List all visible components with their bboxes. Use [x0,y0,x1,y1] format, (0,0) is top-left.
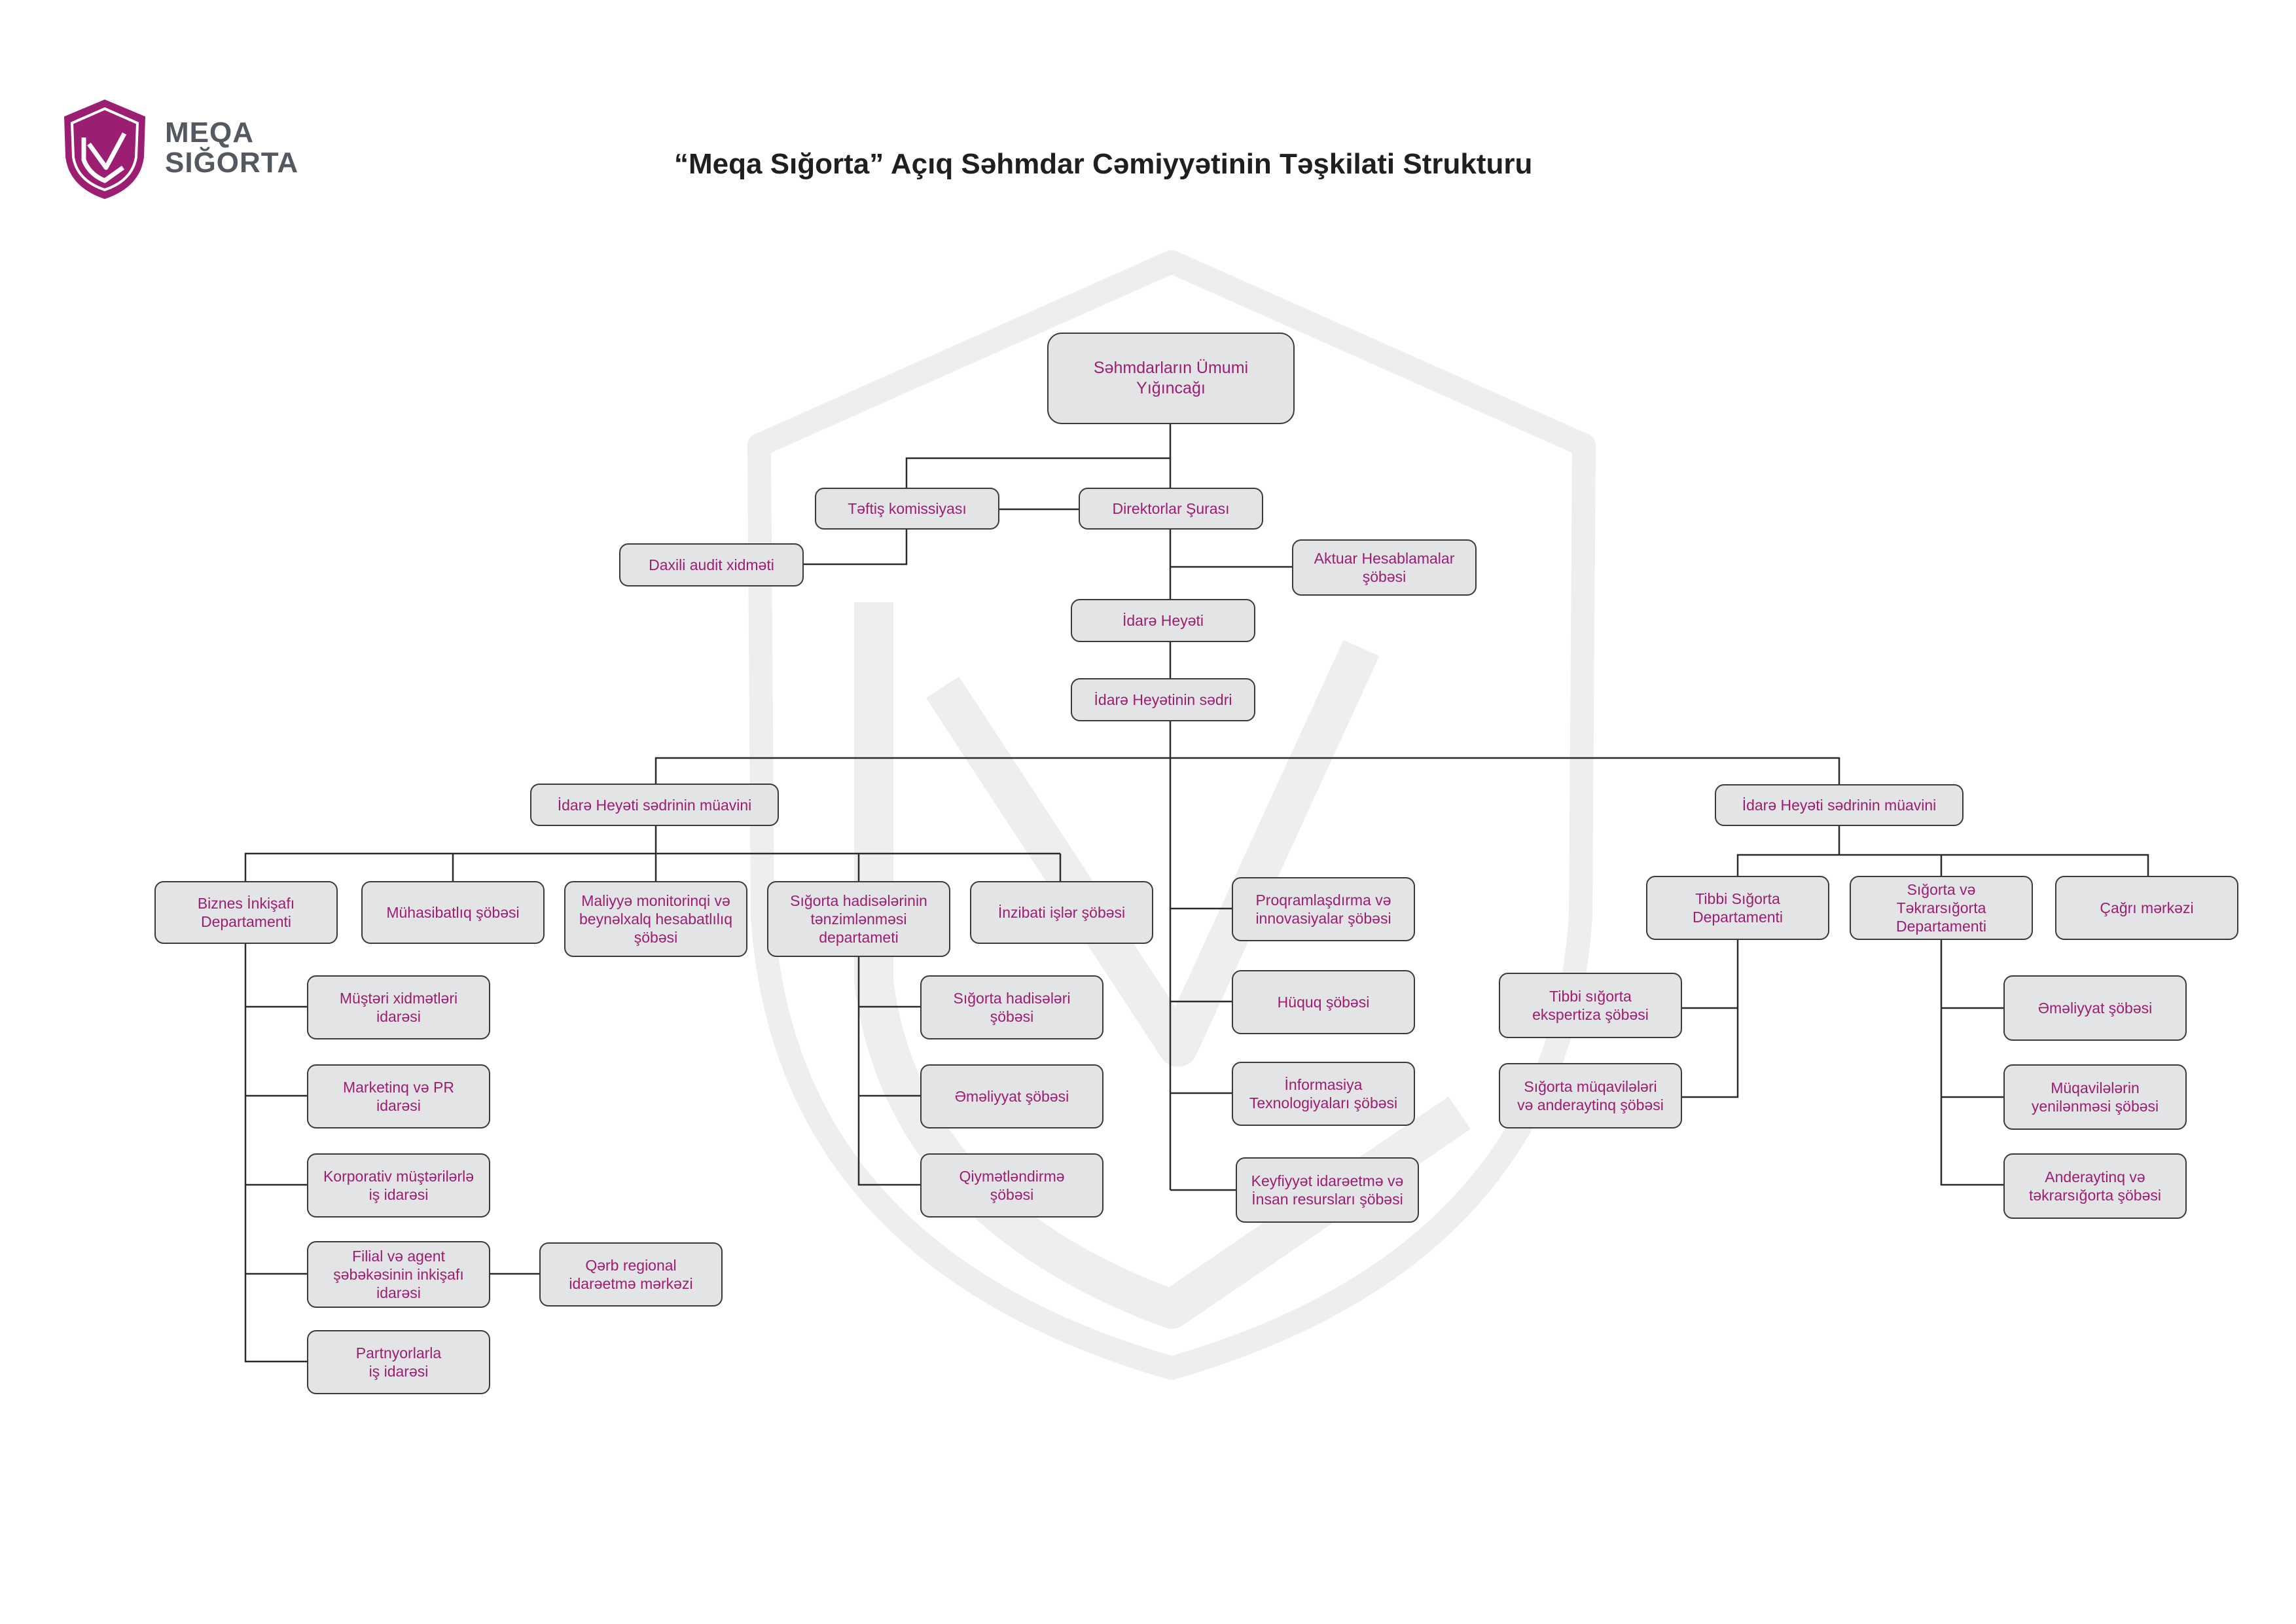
node-operations-claims: Əməliyyat şöbəsi [920,1064,1103,1128]
node-label: Sığorta hadisələri şöbəsi [953,990,1071,1025]
node-it: İnformasiya Texnologiyaları şöbəsi [1232,1062,1415,1126]
node-claims-events: Sığorta hadisələri şöbəsi [920,975,1103,1039]
node-label: İdarə Heyəti [1122,612,1204,629]
page-title: “Meqa Sığorta” Açıq Səhmdar Cəmiyyətinin… [674,148,1533,180]
node-marketing-pr: Marketinq və PR idarəsi [307,1064,490,1128]
node-corporate-clients: Korporativ müştərilərlə iş idarəsi [307,1153,490,1218]
node-label: İdarə Heyəti sədrinin müavini [1742,797,1937,814]
node-label: Mühasibatlıq şöbəsi [386,904,520,921]
node-contract-renewal: Müqavilələrin yenilənməsi şöbəsi [2003,1064,2187,1130]
node-insurance-reinsurance: Sığorta və Təkrarsığorta Departamenti [1850,876,2033,940]
node-label: İdarə Heyəti sədrinin müavini [557,796,752,814]
shield-check-icon [64,99,145,199]
node-label: Keyfiyyət idarəetmə və İnsan resursları … [1251,1172,1404,1208]
node-admin-affairs: İnzibati işlər şöbəsi [970,881,1153,944]
node-contracts-underwriting: Sığorta müqavilələri və anderaytinq şöbə… [1499,1063,1682,1128]
node-actuarial-dept: Aktuar Hesablamalar şöbəsi [1292,539,1477,596]
node-partners: Partnyorlarla iş idarəsi [307,1330,490,1394]
node-label: Tibbi sığorta ekspertiza şöbəsi [1532,988,1649,1023]
node-valuation: Qiymətləndirmə şöbəsi [920,1153,1103,1218]
node-internal-audit: Daxili audit xidməti [619,543,804,586]
node-label: Daxili audit xidməti [649,556,774,573]
brand-name-line2: SIĞORTA [165,147,299,179]
node-legal: Hüquq şöbəsi [1232,970,1415,1034]
node-label: Hüquq şöbəsi [1277,994,1370,1011]
node-management-board: İdarə Heyəti [1071,599,1255,642]
node-label: Təftiş komissiyası [848,500,967,517]
brand-name-line1: MEQA [165,117,254,149]
node-label: Müştəri xidmətləri idarəsi [339,990,458,1025]
node-programming: Proqramlaşdırma və innovasiyalar şöbəsi [1232,877,1415,941]
node-branch-agent: Filial və agent şəbəkəsinin inkişafı ida… [307,1241,490,1308]
node-audit-commission: Təftiş komissiyası [815,488,999,530]
node-label: Proqramlaşdırma və innovasiyalar şöbəsi [1255,892,1391,927]
node-label: Biznes İnkişafı Departamenti [197,895,295,930]
node-label: İnzibati işlər şöbəsi [997,904,1126,921]
node-deputy-left: İdarə Heyəti sədrinin müavini [530,784,779,826]
node-label: Aktuar Hesablamalar şöbəsi [1314,550,1455,585]
node-label: Filial və agent şəbəkəsinin inkişafı ida… [333,1248,464,1301]
node-label: Partnyorlarla iş idarəsi [355,1344,442,1380]
node-quality-hr: Keyfiyyət idarəetmə və İnsan resursları … [1236,1157,1419,1223]
node-underwriting-re: Anderaytinq və təkrarsığorta şöbəsi [2003,1153,2187,1219]
node-label: Çağrı mərkəzi [2100,899,2194,916]
node-claims-dept: Sığorta hadisələrinin tənzimlənməsi depa… [767,881,950,957]
node-call-center: Çağrı mərkəzi [2055,876,2238,940]
node-label: Sığorta hadisələrinin tənzimlənməsi depa… [790,892,927,946]
node-label: Sığorta və Təkrarsığorta Departamenti [1895,881,1987,935]
node-general-meeting: Səhmdarların Ümumi Yığıncağı [1047,333,1295,424]
node-label: Korporativ müştərilərlə iş idarəsi [323,1168,475,1203]
node-label: Direktorlar Şurası [1112,500,1230,517]
node-label: İdarə Heyətinin sədri [1094,691,1232,708]
node-customer-service: Müştəri xidmətləri idarəsi [307,975,490,1039]
node-label: Qərb regional idarəetmə mərkəzi [569,1257,693,1292]
node-board-chairman: İdarə Heyətinin sədri [1071,678,1255,721]
node-label: Anderaytinq və təkrarsığorta şöbəsi [2029,1168,2161,1204]
node-label: Qiymətləndirmə şöbəsi [959,1168,1065,1203]
node-west-regional: Qərb regional idarəetmə mərkəzi [539,1242,723,1307]
node-accounting: Mühasibatlıq şöbəsi [361,881,545,944]
node-label: Marketinq və PR idarəsi [342,1079,454,1114]
node-label: Əməliyyat şöbəsi [2037,1000,2153,1017]
node-finance-monitoring: Maliyyə monitorinqi və beynəlxalq hesaba… [564,881,747,957]
brand-name: MEQA SIĞORTA [165,118,298,178]
node-label: Səhmdarların Ümumi Yığıncağı [1093,359,1249,397]
node-label: Tibbi Sığorta Departamenti [1692,890,1784,926]
node-deputy-right: İdarə Heyəti sədrinin müavini [1715,784,1964,826]
node-label: Müqavilələrin yenilənməsi şöbəsi [2031,1079,2159,1115]
node-label: Sığorta müqavilələri və anderaytinq şöbə… [1517,1078,1664,1113]
node-operations-re: Əməliyyat şöbəsi [2003,975,2187,1041]
node-label: Əməliyyat şöbəsi [954,1088,1069,1105]
node-medical-expertise: Tibbi sığorta ekspertiza şöbəsi [1499,973,1682,1038]
node-business-dev: Biznes İnkişafı Departamenti [154,881,338,944]
node-label: İnformasiya Texnologiyaları şöbəsi [1249,1076,1398,1111]
node-board-of-directors: Direktorlar Şurası [1079,488,1263,530]
node-label: Maliyyə monitorinqi və beynəlxalq hesaba… [579,892,732,946]
node-medical-dept: Tibbi Sığorta Departamenti [1646,876,1829,940]
